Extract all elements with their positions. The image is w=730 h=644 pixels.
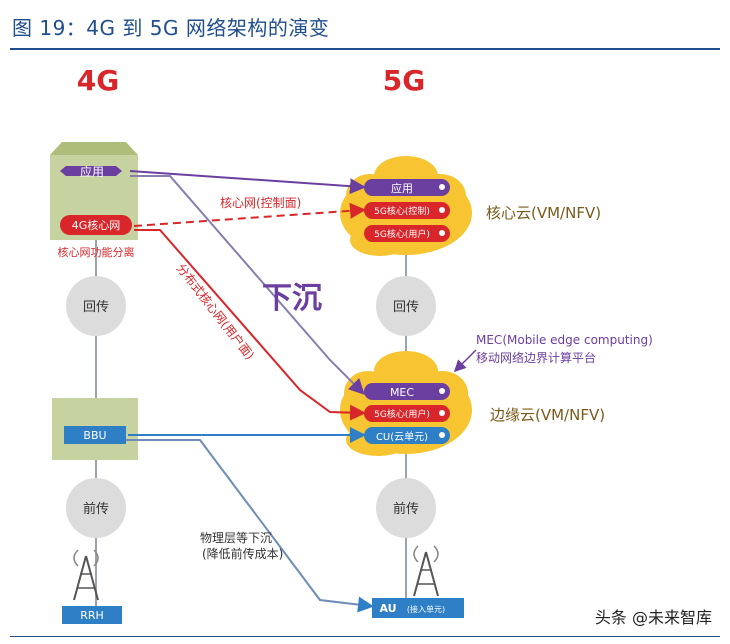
physical-layer-note-line1: 物理层等下沉 xyxy=(200,531,272,545)
core-cloud-item-user: 5G核心(用户) xyxy=(374,228,430,240)
core-control-dot xyxy=(439,207,445,213)
edge-cu-pill xyxy=(364,427,450,444)
right-fronthaul-circle xyxy=(376,478,436,538)
left-antenna-tower xyxy=(73,549,99,601)
edge-mec-dot xyxy=(439,388,445,394)
right-antenna-tower xyxy=(413,545,439,597)
bottom-rule xyxy=(10,636,720,637)
left-fronthaul-circle xyxy=(66,478,126,538)
edge-cu-dot xyxy=(439,432,445,438)
core-cloud-item-app: 应用 xyxy=(391,181,413,195)
edge-mec-pill xyxy=(364,383,450,400)
edge-cloud-item-mec: MEC xyxy=(390,386,414,399)
header-4g: 4G xyxy=(77,64,119,97)
mec-note-line1: MEC(Mobile edge computing) xyxy=(476,333,653,347)
core-separation-note: 核心网功能分离 xyxy=(58,245,135,259)
edge-cloud-item-user: 5G核心(用户) xyxy=(374,408,430,420)
bbu-pill xyxy=(64,426,126,444)
left-core-label: 4G核心网 xyxy=(72,218,121,232)
edge-user-pill xyxy=(364,405,450,422)
rrh-pill xyxy=(62,606,122,624)
source-credit: 头条 @未来智库 xyxy=(594,608,712,627)
edge-cloud-item-cu: CU(云单元) xyxy=(376,431,428,443)
connector-app-to-core xyxy=(129,170,366,195)
title-rule xyxy=(10,48,720,50)
edge-cloud-label: 边缘云(VM/NFV) xyxy=(490,406,605,424)
core-control-pill xyxy=(364,202,450,219)
left-backhaul-label: 回传 xyxy=(83,300,109,315)
mec-note-line2: 移动网络边界计算平台 xyxy=(476,350,596,365)
core-cloud-item-control: 5G核心(控制) xyxy=(374,205,430,217)
right-backhaul-label: 回传 xyxy=(393,300,419,315)
au-sub-label: (接入单元) xyxy=(407,604,445,614)
left-app-pill xyxy=(60,166,122,176)
right-backhaul-circle xyxy=(376,276,436,336)
control-plane-annotation: 核心网(控制面) xyxy=(220,196,301,210)
connector-app-to-mec xyxy=(130,175,365,395)
connector-bbu-to-au xyxy=(126,439,374,613)
header-5g: 5G xyxy=(383,64,425,97)
4g-core-block: 应用 4G核心网 xyxy=(50,142,138,240)
figure-title: 图 19：4G 到 5G 网络架构的演变 xyxy=(12,16,330,40)
rrh-label: RRH xyxy=(80,609,104,622)
connector-core-to-control xyxy=(133,202,366,227)
physical-layer-note-line2: (降低前传成本) xyxy=(202,546,283,561)
core-app-dot xyxy=(439,184,445,190)
core-user-pill xyxy=(364,225,450,242)
au-label: AU xyxy=(379,602,396,615)
connector-core-to-edge-user xyxy=(134,229,366,421)
au-pill xyxy=(372,598,464,618)
core-cloud-label: 核心云(VM/NFV) xyxy=(486,204,601,222)
bbu-block: BBU xyxy=(52,398,138,460)
core-user-dot xyxy=(439,230,445,236)
edge-user-dot xyxy=(439,410,445,416)
left-core-pill xyxy=(60,215,132,235)
bbu-label: BBU xyxy=(83,429,106,442)
sink-annotation: 下沉 xyxy=(262,281,322,316)
user-plane-annotation: 分布式核心网(用户面) xyxy=(174,261,258,363)
left-fronthaul-label: 前传 xyxy=(83,501,109,517)
mec-note-pointer xyxy=(453,349,477,373)
left-app-label: 应用 xyxy=(80,164,104,179)
right-fronthaul-label: 前传 xyxy=(393,501,419,517)
left-backhaul-circle xyxy=(66,276,126,336)
core-app-pill xyxy=(364,179,450,196)
